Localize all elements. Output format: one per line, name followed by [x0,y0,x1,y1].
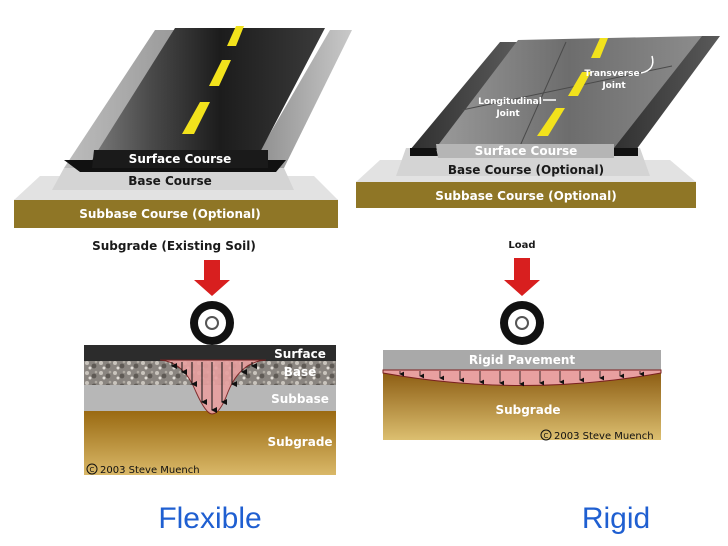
rigid-transverse-joint-line [461,65,673,111]
rigid-subbase-course-label: Subbase Course (Optional) [435,189,617,203]
rigid-block: Surface Course Base Course (Optional) Su… [356,36,720,208]
rigid-pavement-label: Rigid Pavement [469,353,576,367]
rigid-centerline [537,38,608,136]
flexible-subbase-course-label: Subbase Course (Optional) [79,207,261,221]
flexible-base-front [52,168,294,190]
flexible-copyright-icon [86,463,98,475]
flexible-stress-arrows [171,362,257,413]
flexible-copyright-text: 2003 Steve Muench [100,465,200,476]
load-label: Load [508,240,535,251]
svg-text:C: C [544,432,549,440]
transverse-joint-label-line1: Transverse [584,69,639,79]
flexible-cross-section: Surface Base Subbase Subgrade C 2003 Ste… [84,345,336,476]
svg-text:C: C [90,466,95,474]
flexible-load-arrow [194,260,230,296]
section-base-label: Base [284,365,317,379]
section-surface-label: Surface [274,347,326,361]
rigid-copyright-text: 2003 Steve Muench [554,431,654,442]
longitudinal-joint-label-line2: Joint [495,109,520,119]
rigid-copyright-icon [540,429,552,441]
flexible-left-shoulder [64,30,175,168]
flexible-base-course-label: Base Course [128,174,212,188]
flexible-asphalt-road [92,28,325,160]
rigid-base-course-label: Base Course (Optional) [448,163,604,177]
section-subbase-label: Subbase [271,392,329,406]
flexible-block: Surface Course Base Course Subbase Cours… [14,26,352,228]
section-subgrade-label: Subgrade [267,435,332,449]
rigid-caption: Rigid [582,502,650,535]
rigid-pavement-layer [383,350,661,370]
rigid-subbase-front [356,182,696,208]
flexible-wheel-icon [190,301,234,345]
transverse-joint-pointer [640,55,654,74]
rigid-left-shoulder [410,42,518,150]
flexible-centerline [182,26,244,134]
rigid-wheel-icon [500,301,544,345]
rigid-longitudinal-joint-line [519,41,567,147]
flexible-subgrade-layer [84,411,336,475]
flexible-surface-label-bg [92,150,268,168]
rigid-right-shoulder [610,36,720,150]
rigid-concrete-slab [436,36,702,148]
transverse-joint-label-line2: Joint [601,81,626,91]
longitudinal-joint-label-line1: Longitudinal [478,97,542,107]
flexible-surface-layer [84,345,336,361]
rigid-surface-front [436,144,614,158]
flexible-right-shoulder [250,30,352,168]
flexible-caption: Flexible [158,502,261,535]
rigid-surface-course-label: Surface Course [475,144,578,158]
flexible-subbase-front [14,200,338,228]
flexible-surface-course-label: Surface Course [129,152,232,166]
rigid-cross-section: Rigid Pavement Subgrade C 2003 Steve Mue… [382,350,662,442]
rigid-stress-distribution [382,369,662,386]
rigid-subgrade-label: Subgrade [495,403,560,417]
rigid-load-arrow [504,258,540,296]
rigid-stress-arrows [399,371,644,387]
flexible-subgrade-label: Subgrade (Existing Soil) [92,239,256,253]
